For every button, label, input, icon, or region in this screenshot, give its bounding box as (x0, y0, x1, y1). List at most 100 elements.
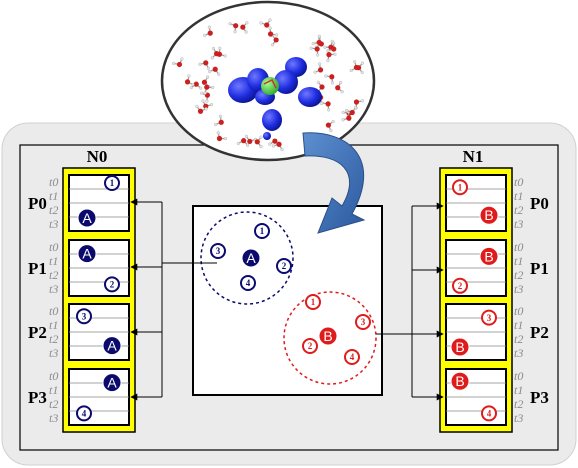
water-molecule (201, 99, 214, 109)
svg-text:4: 4 (246, 278, 251, 288)
svg-text:B: B (484, 207, 493, 223)
cluster-boundary (200, 211, 294, 305)
particle-a: A (241, 248, 261, 268)
time-label: t1 (514, 383, 523, 397)
svg-text:1: 1 (458, 182, 463, 192)
fragment-3: 3 (481, 309, 497, 326)
water-molecule (228, 22, 239, 34)
fragment-1: 1 (104, 175, 120, 191)
time-label: t2 (514, 268, 523, 282)
water-molecule (210, 46, 220, 60)
time-label: t1 (49, 383, 58, 397)
time-label: t2 (49, 332, 58, 346)
particle-a: A (102, 336, 122, 356)
water-molecule (203, 25, 213, 37)
time-label: t3 (514, 217, 523, 231)
process-label: P2 (530, 323, 549, 342)
fragment-3: 3 (355, 314, 371, 330)
svg-text:2: 2 (308, 341, 313, 351)
time-label: t0 (49, 369, 58, 383)
water-molecule (236, 138, 250, 147)
svg-text:A: A (82, 210, 92, 226)
svg-text:B: B (455, 373, 464, 389)
water-molecules (171, 18, 365, 152)
fragment-4: 4 (481, 405, 497, 422)
time-label: t3 (49, 282, 58, 296)
water-molecule (189, 81, 203, 90)
fragment-3: 3 (210, 243, 226, 259)
particle-a: A (77, 208, 97, 228)
process-label: P1 (28, 259, 47, 278)
water-molecule (198, 60, 211, 70)
water-molecule (335, 80, 344, 94)
node-title-n0: N0 (87, 147, 108, 166)
time-label: t3 (49, 411, 58, 425)
fragment-4: 4 (344, 349, 360, 365)
water-molecule (324, 74, 335, 85)
water-molecule (349, 60, 360, 73)
node-title-n1: N1 (463, 147, 484, 166)
water-molecule (313, 62, 324, 74)
time-label: t1 (49, 254, 58, 268)
svg-text:1: 1 (260, 226, 265, 236)
particle-b: B (479, 246, 499, 266)
particle-b: B (450, 371, 470, 391)
svg-text:4: 4 (82, 409, 87, 419)
time-label: t2 (49, 268, 58, 282)
particle-a: A (77, 244, 97, 264)
water-molecule (184, 74, 195, 87)
water-molecule (240, 21, 249, 34)
node-n0: t0t1t2t3P01At0t1t2t3P1A2t0t1t2t3P23At0t1… (28, 167, 136, 433)
time-label: t0 (49, 175, 58, 189)
ion-cluster (228, 57, 322, 140)
time-label: t2 (514, 332, 523, 346)
svg-text:B: B (455, 339, 464, 355)
water-molecule (326, 52, 337, 63)
water-molecule (195, 104, 208, 114)
water-molecule (216, 131, 228, 142)
fragment-4: 4 (76, 405, 92, 422)
fragment-1: 1 (452, 179, 468, 196)
water-molecule (309, 46, 320, 57)
time-label: t1 (514, 189, 523, 203)
svg-text:A: A (107, 338, 117, 354)
time-label: t0 (49, 304, 58, 318)
water-molecule (325, 119, 335, 133)
svg-text:A: A (107, 375, 117, 391)
time-label: t2 (514, 397, 523, 411)
svg-text:4: 4 (350, 352, 355, 362)
svg-text:3: 3 (487, 313, 492, 323)
svg-text:1: 1 (110, 178, 115, 188)
particle-b: B (479, 205, 499, 225)
svg-text:2: 2 (458, 281, 463, 291)
water-molecule (311, 34, 322, 46)
time-label: t0 (49, 240, 58, 254)
fragment-1: 1 (254, 223, 270, 239)
water-molecule (259, 18, 272, 28)
process-label: P0 (28, 194, 47, 213)
water-molecule (271, 141, 284, 152)
fragment-4: 4 (240, 275, 256, 291)
time-label: t1 (514, 318, 523, 332)
water-molecule (203, 84, 215, 95)
water-molecule (254, 135, 263, 149)
connectors (130, 198, 444, 401)
svg-text:A: A (82, 246, 92, 262)
fragment-2: 2 (302, 338, 318, 354)
time-label: t0 (514, 175, 523, 189)
cluster-boundary (283, 291, 377, 385)
svg-text:3: 3 (216, 246, 221, 256)
curved-arrow (302, 132, 366, 234)
water-molecule (267, 26, 279, 37)
time-label: t3 (514, 346, 523, 360)
svg-text:2: 2 (110, 280, 115, 290)
water-molecule (171, 57, 184, 68)
time-label: t2 (49, 397, 58, 411)
